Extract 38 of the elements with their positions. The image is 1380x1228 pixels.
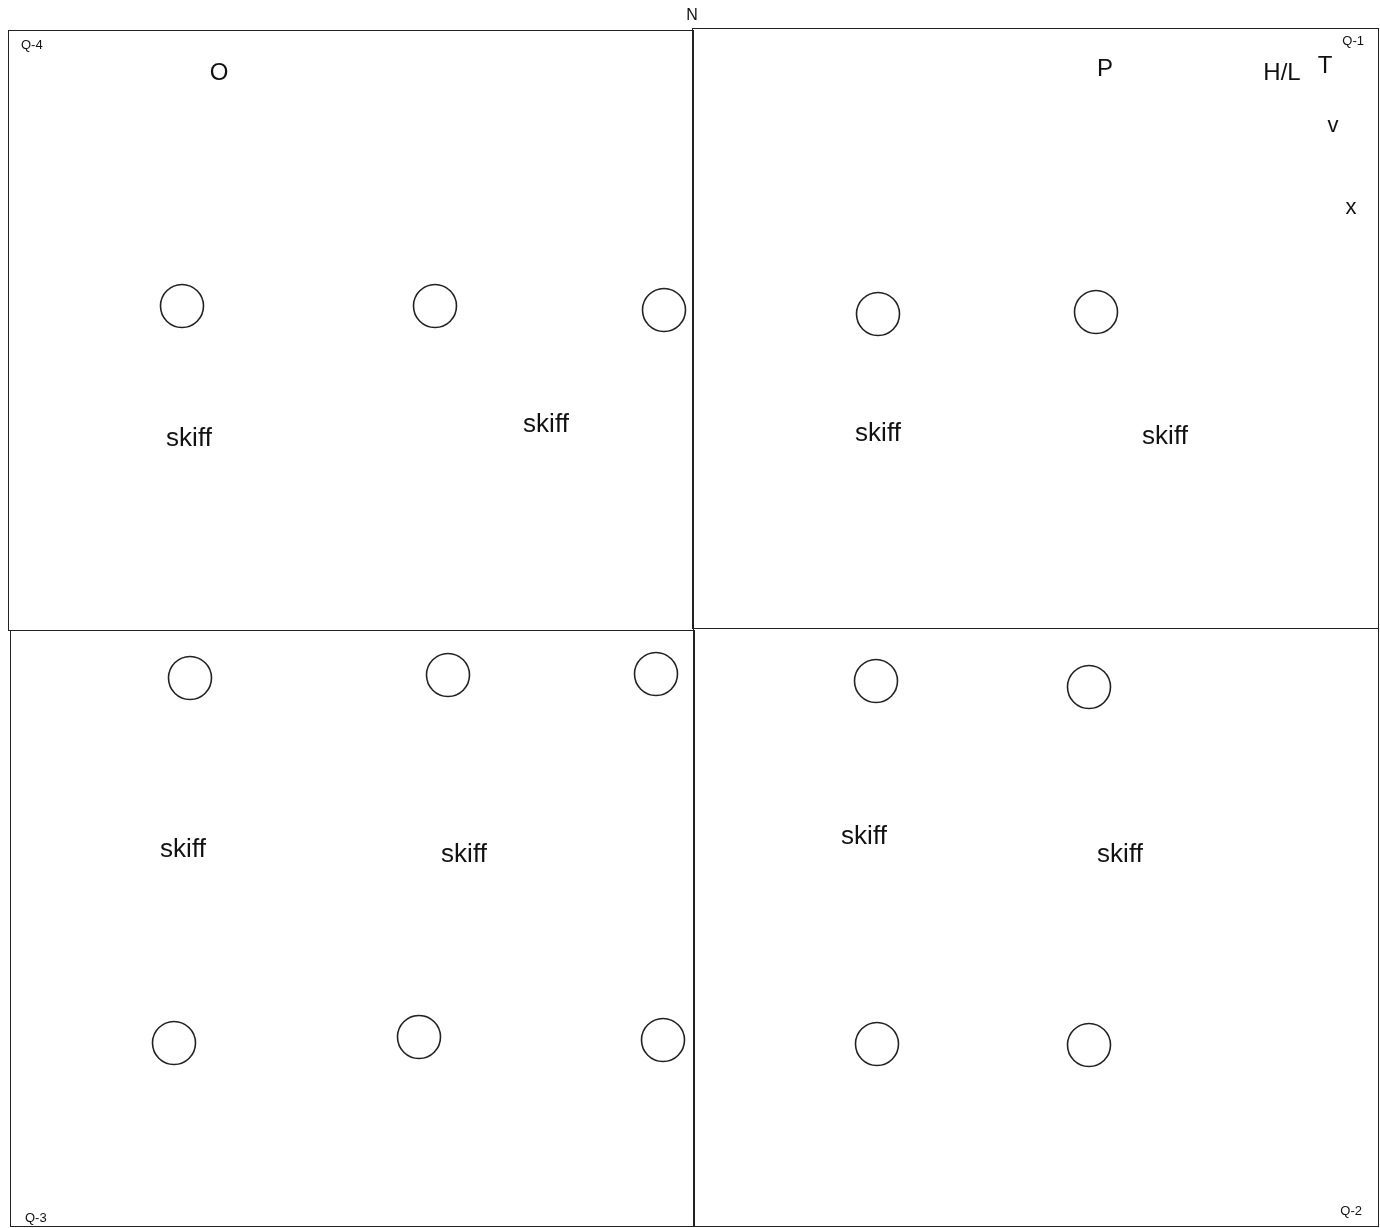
quadrant-label: Q-3 — [25, 1210, 47, 1225]
boat-label: skiff — [841, 819, 887, 851]
area-label: O — [209, 58, 229, 86]
circle-marker — [633, 651, 679, 697]
circle-marker — [1066, 664, 1112, 710]
quadrant-panel — [692, 28, 1379, 629]
circle-marker — [396, 1014, 442, 1060]
boat-label: skiff — [160, 832, 206, 864]
quadrant-label: Q-4 — [21, 37, 43, 52]
marker-label: H/L — [1263, 58, 1301, 86]
quadrant-label: Q-2 — [1340, 1203, 1362, 1218]
area-label: P — [1097, 54, 1113, 82]
circle-marker — [159, 283, 205, 329]
circle-marker — [641, 287, 687, 333]
circle-marker — [151, 1020, 197, 1066]
circle-marker — [853, 658, 899, 704]
quadrant-label: Q-1 — [1342, 33, 1364, 48]
boat-label: skiff — [1097, 837, 1143, 869]
boat-label: skiff — [166, 421, 212, 453]
boat-label: skiff — [1142, 419, 1188, 451]
quadrant-panel — [8, 30, 694, 631]
boat-label: skiff — [855, 416, 901, 448]
quadrant-panel — [10, 630, 695, 1227]
circle-marker — [640, 1017, 686, 1063]
quadrant-panel — [693, 628, 1379, 1227]
circle-marker — [412, 283, 458, 329]
marker-label: x — [1345, 194, 1357, 220]
marker-label: v — [1327, 112, 1339, 138]
circle-marker — [425, 652, 471, 698]
circle-marker — [855, 291, 901, 337]
circle-marker — [854, 1021, 900, 1067]
circle-marker — [1066, 1022, 1112, 1068]
marker-label: T — [1317, 51, 1333, 79]
circle-marker — [1073, 289, 1119, 335]
compass-label: N — [686, 6, 698, 24]
boat-label: skiff — [523, 407, 569, 439]
circle-marker — [167, 655, 213, 701]
boat-label: skiff — [441, 837, 487, 869]
